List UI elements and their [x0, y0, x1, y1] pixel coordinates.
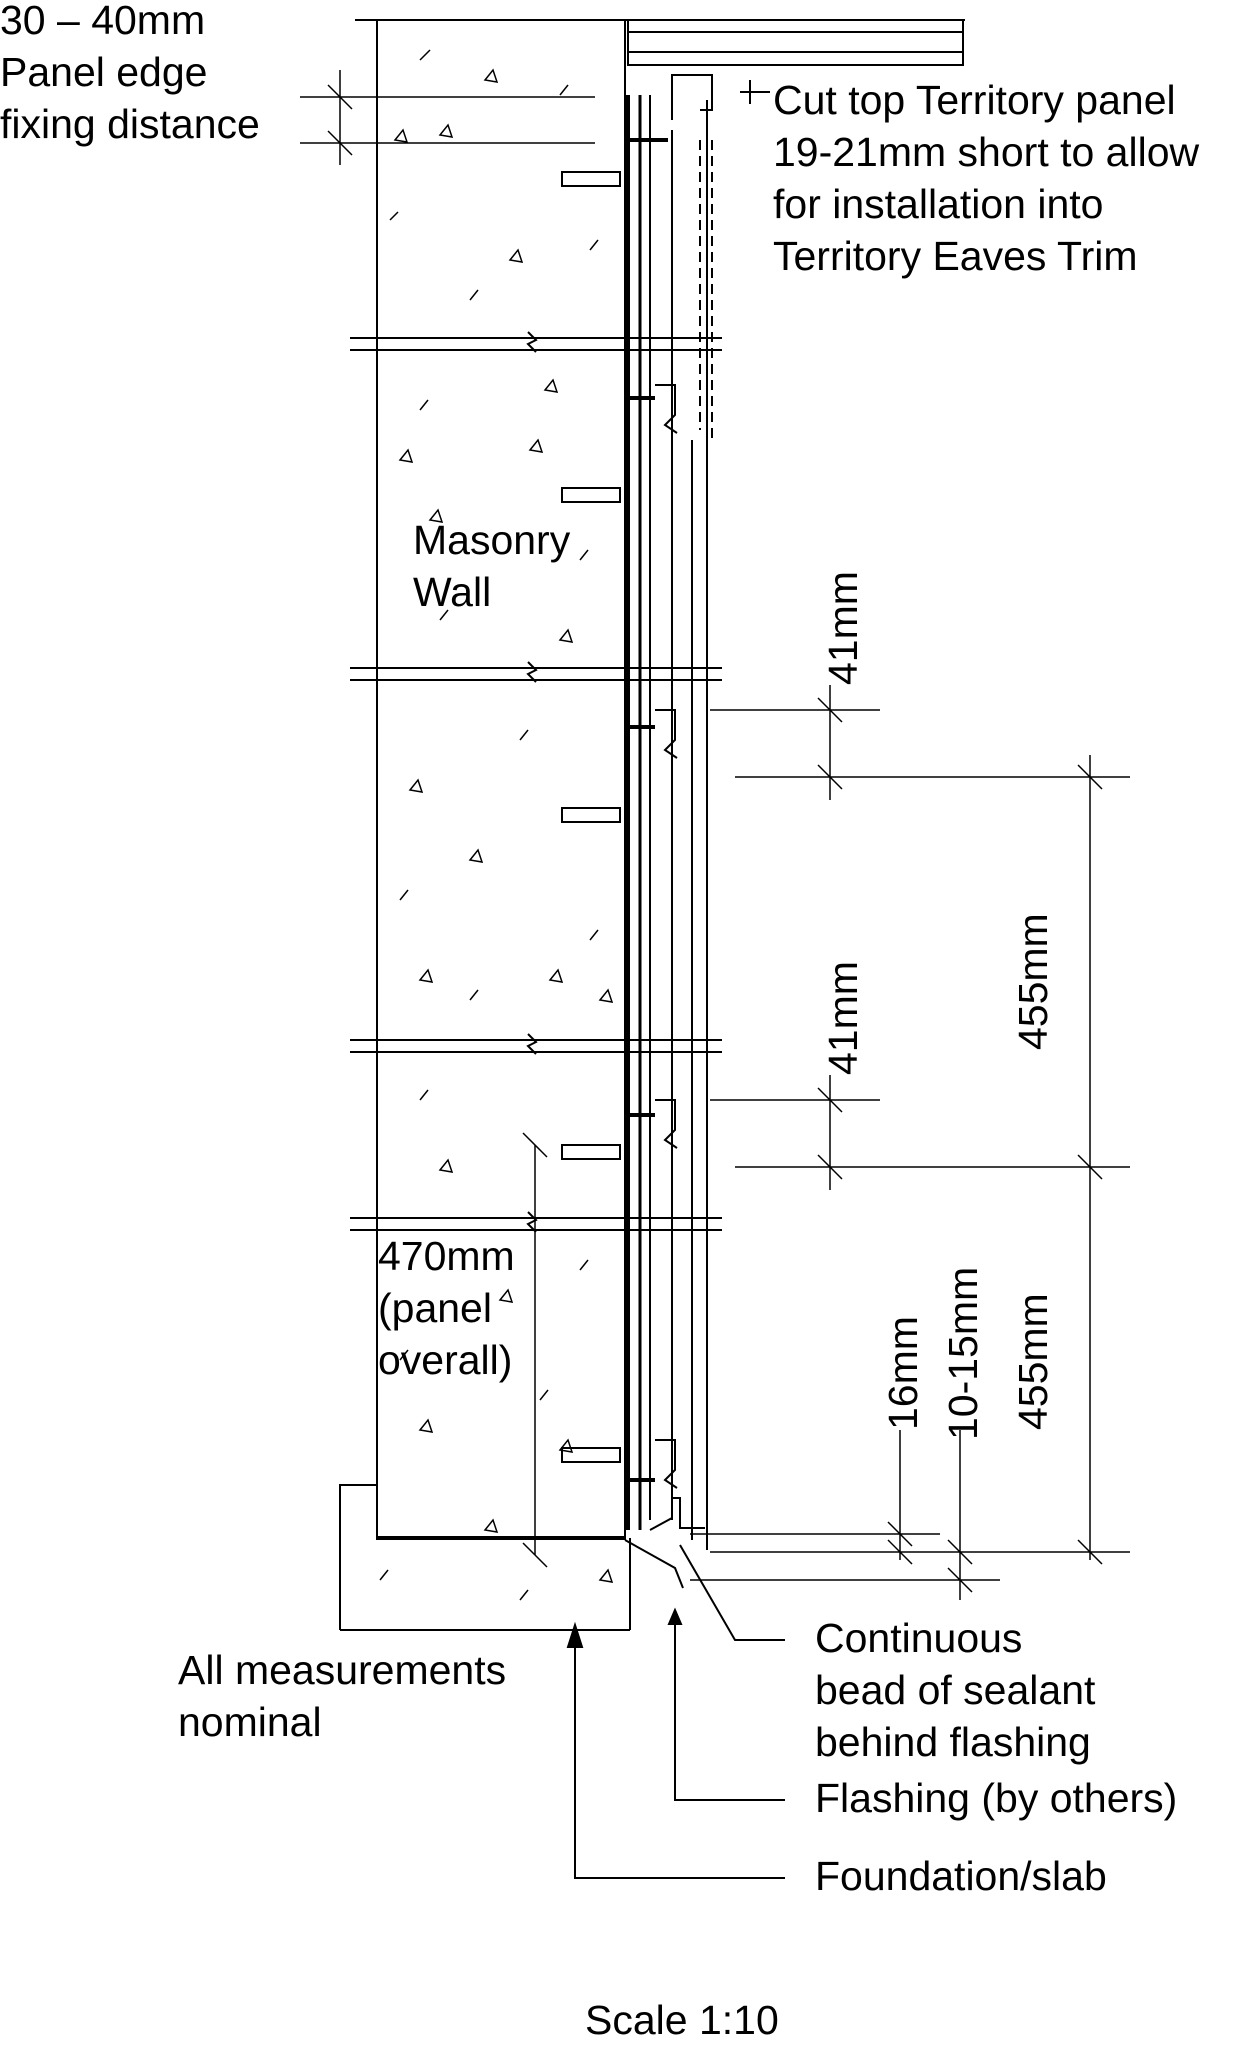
dimension-16mm: 16mm — [880, 1316, 926, 1430]
dimension-455mm-upper: 455mm — [1010, 913, 1056, 1050]
dimension-lines — [300, 70, 1130, 1600]
foundation-label: Foundation/slab — [815, 1853, 1107, 1899]
dimension-41mm-upper: 41mm — [820, 571, 866, 685]
masonry-wall-label: Masonry Wall — [413, 517, 571, 615]
cut-top-label: Cut top Territory panel 19-21mm short to… — [773, 77, 1200, 279]
dimension-455mm-lower: 455mm — [1010, 1293, 1056, 1430]
dimension-41mm-lower: 41mm — [820, 961, 866, 1075]
masonry-wall — [350, 19, 965, 1540]
foundation-slab — [339, 1484, 631, 1631]
fixings — [561, 138, 668, 1482]
cladding-layers — [624, 19, 964, 1589]
sealant-label: Continuous bead of sealant behind flashi… — [815, 1615, 1096, 1765]
leader-lines — [566, 80, 785, 1879]
panel-overall-label: 470mm (panel overall) — [378, 1233, 515, 1383]
scale-label: Scale 1:10 — [585, 1997, 779, 2043]
concrete-hatching — [379, 49, 614, 1601]
flashing-label: Flashing (by others) — [815, 1775, 1178, 1821]
all-measurements-label: All measurements nominal — [178, 1647, 507, 1745]
edge-fixing-label: 30 – 40mm Panel edge fixing distance — [0, 0, 260, 147]
dimension-10-15mm: 10-15mm — [940, 1266, 986, 1440]
